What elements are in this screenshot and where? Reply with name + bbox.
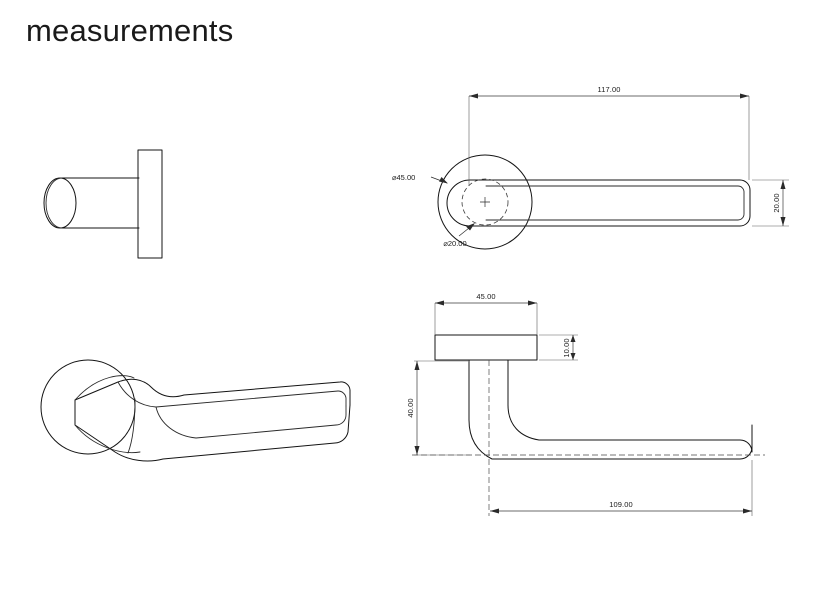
dim-109-arrow-left (490, 508, 499, 514)
side-view-lever-lower-profile (468, 359, 753, 460)
dim-rosette-width-45: 45.00 (434, 292, 538, 335)
plan-view-center-mark-icon (480, 197, 490, 207)
isometric-view (40, 359, 351, 462)
front-view-cap-inner-arc (45, 177, 63, 229)
plan-view-lever-inner-edge (485, 185, 745, 221)
dim-d45-label: ⌀45.00 (392, 173, 415, 182)
side-elevation-view: 45.00 10.00 40.00 (406, 292, 765, 516)
front-end-view (43, 149, 163, 259)
dim-10-arrow-bottom (570, 353, 576, 360)
iso-view-lever-top-silhouette (74, 378, 351, 406)
plan-view-lever-body (446, 179, 751, 227)
iso-view-arm-front-crease (155, 405, 347, 439)
plan-view-rosette-circle (437, 154, 533, 250)
dim-overall-length-117: 117.00 (468, 85, 750, 186)
front-view-rosette-plate (137, 149, 163, 259)
dim-d20-label: ⌀20.00 (443, 239, 466, 248)
dim-40-arrow-bottom (414, 446, 420, 455)
dim-d45-arrow (439, 177, 448, 184)
dim-45-arrow-left (435, 300, 444, 306)
iso-view-rosette-neck-arc-lower (74, 424, 141, 454)
front-view-lever-end-cap (43, 177, 77, 229)
dim-20-arrow-top (780, 180, 786, 189)
dim-45-label: 45.00 (476, 292, 495, 301)
dim-rosette-thickness-10: 10.00 (539, 334, 578, 361)
dim-40-label: 40.00 (406, 398, 415, 417)
dim-117-label: 117.00 (598, 85, 621, 94)
dim-109-label: 109.00 (609, 500, 633, 509)
dim-40-arrow-top (414, 361, 420, 370)
dim-lever-reach-109: 109.00 (490, 460, 753, 516)
dim-lever-width-20: 20.00 (752, 179, 789, 227)
dim-117-arrow-left (469, 93, 478, 99)
side-view-rosette-block (434, 334, 538, 361)
dim-109-arrow-right (743, 508, 752, 514)
dim-45-arrow-right (528, 300, 537, 306)
page-title: measurements (26, 13, 234, 48)
iso-view-arm-top-crease (117, 381, 347, 408)
dim-10-label: 10.00 (562, 338, 571, 357)
dim-lever-drop-40: 40.00 (406, 360, 470, 456)
dim-117-arrow-right (740, 93, 749, 99)
dim-spindle-diameter-20: ⌀20.00 (443, 223, 475, 248)
dim-20-arrow-bottom (780, 217, 786, 226)
plan-view-spindle-hidden-circle (461, 178, 509, 226)
iso-view-lever-bottom-silhouette (74, 399, 351, 462)
iso-view-rosette-edge-arc (127, 398, 136, 454)
dim-rosette-diameter-45: ⌀45.00 (392, 173, 448, 184)
dim-20-label: 20.00 (772, 193, 781, 212)
side-view-lever-upper-profile (507, 359, 753, 453)
iso-view-rosette-neck-arc-upper (74, 375, 135, 401)
dim-10-arrow-top (570, 335, 576, 342)
iso-view-rosette-disc (40, 359, 136, 455)
top-plan-view: 117.00 20.00 ⌀45.00 ⌀20.00 (392, 85, 789, 250)
dim-d20-arrow (466, 223, 475, 231)
